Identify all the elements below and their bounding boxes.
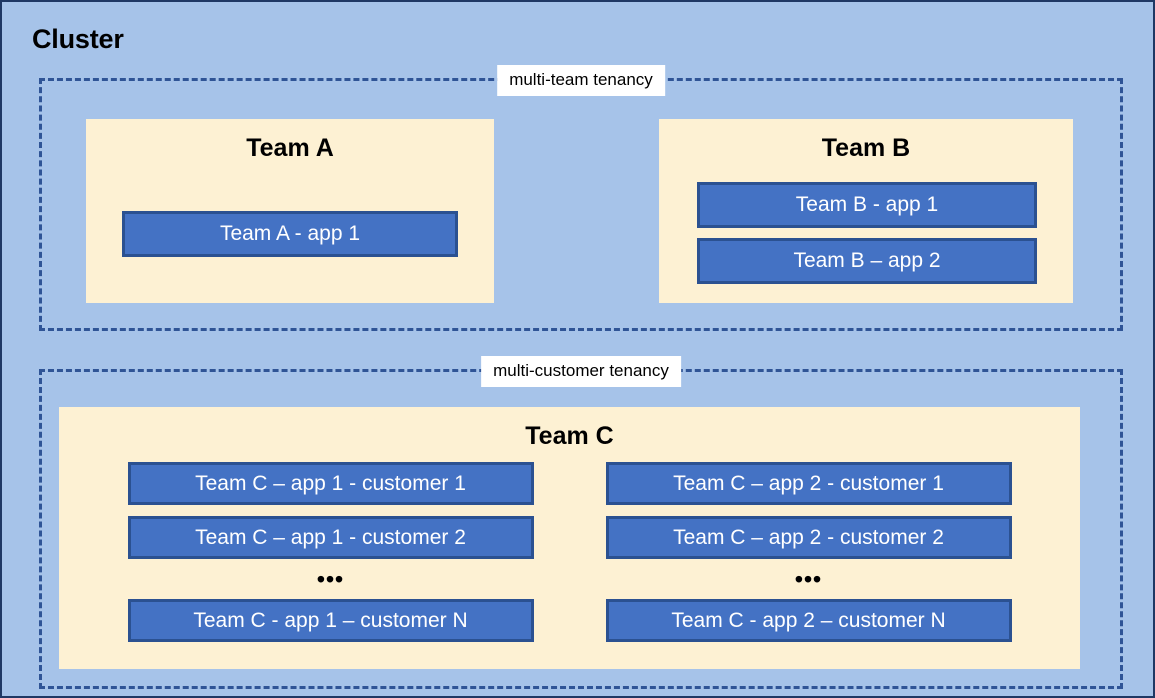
app-box-team-c-app-1-customer-1[interactable]: Team C – app 1 - customer 1: [127, 462, 534, 505]
ellipsis-team-c-app-2: •••: [794, 566, 823, 592]
app-box-team-c-app-2-customer-2[interactable]: Team C – app 2 - customer 2: [605, 516, 1012, 559]
tenancy-group-multi-customer: multi-customer tenancy: [39, 356, 1123, 689]
app-grid-team-c: Team C – app 1 - customer 1 Team C – app…: [59, 462, 1080, 642]
team-heading-team-c: Team C: [525, 422, 614, 450]
ellipsis-team-c-app-1: •••: [316, 566, 345, 592]
team-panel-team-c: Team C Team C – app 1 - customer 1 Team …: [59, 407, 1080, 669]
team-panel-team-a: Team A Team A - app 1: [86, 119, 494, 303]
app-box-team-a-app-1[interactable]: Team A - app 1: [122, 211, 458, 257]
app-list-team-b: Team B - app 1 Team B – app 2: [697, 182, 1037, 284]
team-panel-team-b: Team B Team B - app 1 Team B – app 2: [659, 119, 1073, 303]
team-heading-team-b: Team B: [821, 134, 911, 162]
app-box-team-c-app-1-customer-n[interactable]: Team C - app 1 – customer N: [127, 599, 534, 642]
app-box-team-c-app-2-customer-1[interactable]: Team C – app 2 - customer 1: [605, 462, 1012, 505]
tenancy-group-label-multi-customer: multi-customer tenancy: [481, 356, 681, 387]
app-box-team-c-app-2-customer-n[interactable]: Team C - app 2 – customer N: [605, 599, 1012, 642]
tenancy-group-label-multi-team: multi-team tenancy: [497, 65, 665, 96]
app-column-team-c-app-2: Team C – app 2 - customer 1 Team C – app…: [605, 462, 1012, 642]
tenancy-group-multi-team: multi-team tenancy: [39, 65, 1123, 331]
team-heading-team-a: Team A: [246, 134, 334, 162]
app-box-team-b-app-1[interactable]: Team B - app 1: [697, 182, 1037, 228]
page-title: Cluster: [32, 24, 124, 54]
app-column-team-c-app-1: Team C – app 1 - customer 1 Team C – app…: [127, 462, 534, 642]
app-box-team-c-app-1-customer-2[interactable]: Team C – app 1 - customer 2: [127, 516, 534, 559]
app-box-team-b-app-2[interactable]: Team B – app 2: [697, 238, 1037, 284]
app-list-team-a: Team A - app 1: [122, 211, 458, 257]
